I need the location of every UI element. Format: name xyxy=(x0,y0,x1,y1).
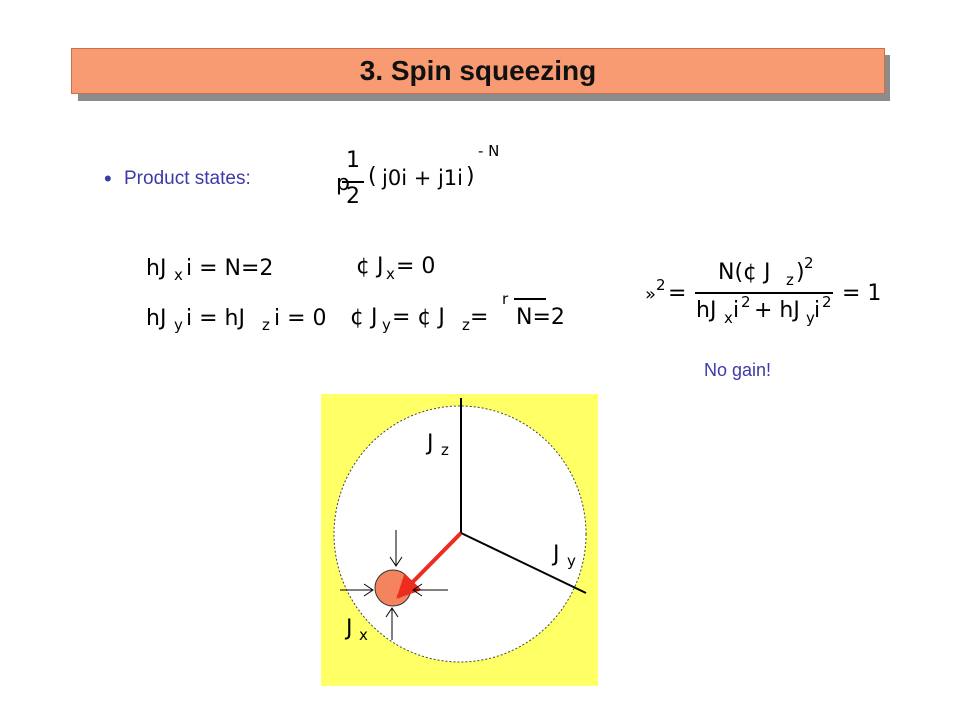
mean-spin-vector xyxy=(396,531,463,599)
fraction-numerator: 1 xyxy=(346,148,360,173)
xi-symbol: » xyxy=(645,284,657,305)
mean-jx-rhs: i = N=2 xyxy=(186,256,274,281)
fraction-bar-xi xyxy=(695,292,833,294)
mean-jz-lhs: i = hJ xyxy=(186,306,245,331)
var-jx-rhs: = 0 xyxy=(396,254,436,279)
denominator-plus: + hJ xyxy=(754,298,800,323)
jy-axis xyxy=(460,532,587,594)
lhs-equals: = xyxy=(668,281,687,306)
numerator-sub: z xyxy=(786,271,794,289)
bullet-marker: • xyxy=(104,166,112,191)
arrow-right-head xyxy=(412,583,423,597)
numerator-a: N(¢ J xyxy=(718,260,771,285)
numerator-exp: 2 xyxy=(804,254,814,272)
var-jz-sub: z xyxy=(462,316,470,334)
denominator-sub2: y xyxy=(806,309,815,327)
denominator-a: hJ xyxy=(696,298,717,323)
arrow-left-head xyxy=(363,583,374,597)
no-gain-note: No gain! xyxy=(704,360,772,380)
mean-jx-sub: x xyxy=(174,266,183,284)
mean-jy-lhs: hJ xyxy=(146,306,167,331)
paren-close: ) xyxy=(466,164,475,189)
jx-label: J xyxy=(346,616,353,641)
paren-open: ( xyxy=(368,164,377,189)
power-minus-n: - N xyxy=(478,142,500,160)
title-banner: 3. Spin squeezing xyxy=(71,48,885,94)
denominator-c: i xyxy=(814,298,821,323)
var-jy-lhs: ¢ J xyxy=(350,305,378,330)
fraction-denominator: 2 xyxy=(346,184,360,209)
xi-exponent: 2 xyxy=(656,276,666,294)
arrow-bottom-head xyxy=(385,607,399,618)
sqrt-p: p xyxy=(336,171,350,196)
var-jz-lhs: = ¢ J xyxy=(392,305,445,330)
var-rhs: N=2 xyxy=(516,305,565,330)
denominator-sub1: x xyxy=(724,309,733,327)
mean-jy-sub: y xyxy=(174,316,183,334)
mean-jz-sub: z xyxy=(262,316,270,334)
fraction-bar xyxy=(342,181,364,183)
mean-jx-lhs: hJ xyxy=(146,256,167,281)
arrow-top-head xyxy=(389,556,403,567)
jz-label: J xyxy=(427,431,434,456)
var-jy-sub: y xyxy=(382,316,391,334)
slide-title: 3. Spin squeezing xyxy=(359,55,597,86)
denominator-exp1: 2 xyxy=(741,293,751,311)
rhs-equals-one: = 1 xyxy=(842,281,882,306)
numerator-b: ) xyxy=(796,260,805,285)
sqrt-overline xyxy=(514,298,546,300)
denominator-exp2: 2 xyxy=(822,293,832,311)
var-equals: = xyxy=(470,305,489,330)
jy-label-sub: y xyxy=(567,552,576,570)
bullet-label: Product states: xyxy=(124,168,251,189)
mean-jz-rhs: i = 0 xyxy=(274,306,327,331)
var-jx-lhs: ¢ J xyxy=(356,254,384,279)
squeeze-arrows xyxy=(340,530,448,640)
jx-label-sub: x xyxy=(359,626,368,644)
var-jx-sub: x xyxy=(386,265,395,283)
product-state-body: j0i + j1i xyxy=(382,166,464,190)
sqrt-symbol: r xyxy=(502,290,509,308)
jy-label: J xyxy=(553,542,560,567)
jz-label-sub: z xyxy=(441,441,449,459)
denominator-b: i xyxy=(733,298,740,323)
